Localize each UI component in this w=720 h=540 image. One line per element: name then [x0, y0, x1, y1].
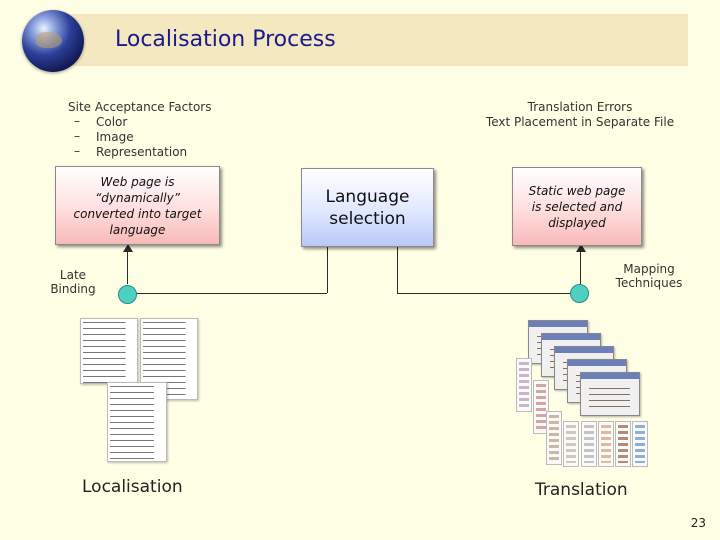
page-number: 23	[690, 516, 706, 530]
color-swatch-tile	[632, 421, 648, 467]
box-right-line3: displayed	[548, 215, 606, 230]
late-binding-label: Late Binding	[40, 268, 106, 296]
dynamic-conversion-box: Web page is “dynamically” converted into…	[55, 166, 220, 245]
translation-caption: Translation	[535, 480, 628, 500]
mapping-label: Mapping	[623, 262, 675, 276]
translation-errors-text: Translation Errors	[527, 100, 633, 114]
color-swatch-tile	[615, 421, 631, 467]
color-swatch-tile	[581, 421, 597, 467]
notes-item-representation: Representation	[68, 144, 212, 160]
site-acceptance-notes: Site Acceptance Factors Color Image Repr…	[68, 100, 212, 160]
box-middle-line2: selection	[329, 208, 406, 229]
color-swatch-tile	[516, 358, 532, 412]
connector-right-horizontal	[397, 293, 570, 294]
arrow-to-left-box	[127, 246, 128, 284]
color-swatch-tile	[533, 380, 549, 434]
notes-heading: Site Acceptance Factors	[68, 100, 212, 114]
box-left-line4: language	[109, 222, 166, 237]
language-selection-box[interactable]: Language selection	[301, 168, 434, 247]
title-banner	[52, 14, 688, 66]
color-swatch-tile	[598, 421, 614, 467]
notes-item-color: Color	[68, 114, 212, 130]
box-middle-line1: Language	[325, 186, 410, 207]
color-swatch-tile	[546, 411, 562, 465]
box-left-line2: “dynamically”	[95, 190, 180, 205]
mapping-techniques-label: Mapping Techniques	[608, 262, 690, 290]
arrow-head-right	[576, 244, 586, 252]
box-right-line1: Static web page	[528, 183, 626, 198]
slide-title: Localisation Process	[115, 27, 336, 52]
connector-left-horizontal	[136, 293, 327, 294]
translation-notes: Translation Errors Text Placement in Sep…	[470, 100, 690, 130]
box-right-line2: is selected and	[531, 199, 623, 214]
globe-icon	[22, 10, 84, 72]
notes-item-image: Image	[68, 129, 212, 145]
webpage-thumbnail	[580, 372, 640, 416]
text-placement-text: Text Placement in Separate File	[485, 115, 675, 129]
mapping-node	[570, 284, 589, 303]
box-left-line3: converted into target	[73, 206, 202, 221]
document-thumbnail	[107, 382, 167, 462]
color-swatch-tile	[563, 421, 579, 467]
document-thumbnail	[80, 318, 138, 384]
arrow-head-left	[123, 244, 133, 252]
arrow-to-right-box	[580, 246, 581, 284]
late-binding-node	[118, 285, 137, 304]
box-left-line1: Web page is	[100, 174, 175, 189]
static-page-box: Static web page is selected and displaye…	[512, 167, 642, 246]
binding-label: Binding	[50, 282, 96, 296]
localisation-caption: Localisation	[82, 477, 183, 497]
techniques-label: Techniques	[615, 276, 683, 290]
late-label: Late	[59, 268, 87, 282]
connector-middle-down	[327, 244, 328, 293]
connector-middle-down-right	[397, 244, 398, 293]
document-thumbnail	[140, 318, 198, 400]
